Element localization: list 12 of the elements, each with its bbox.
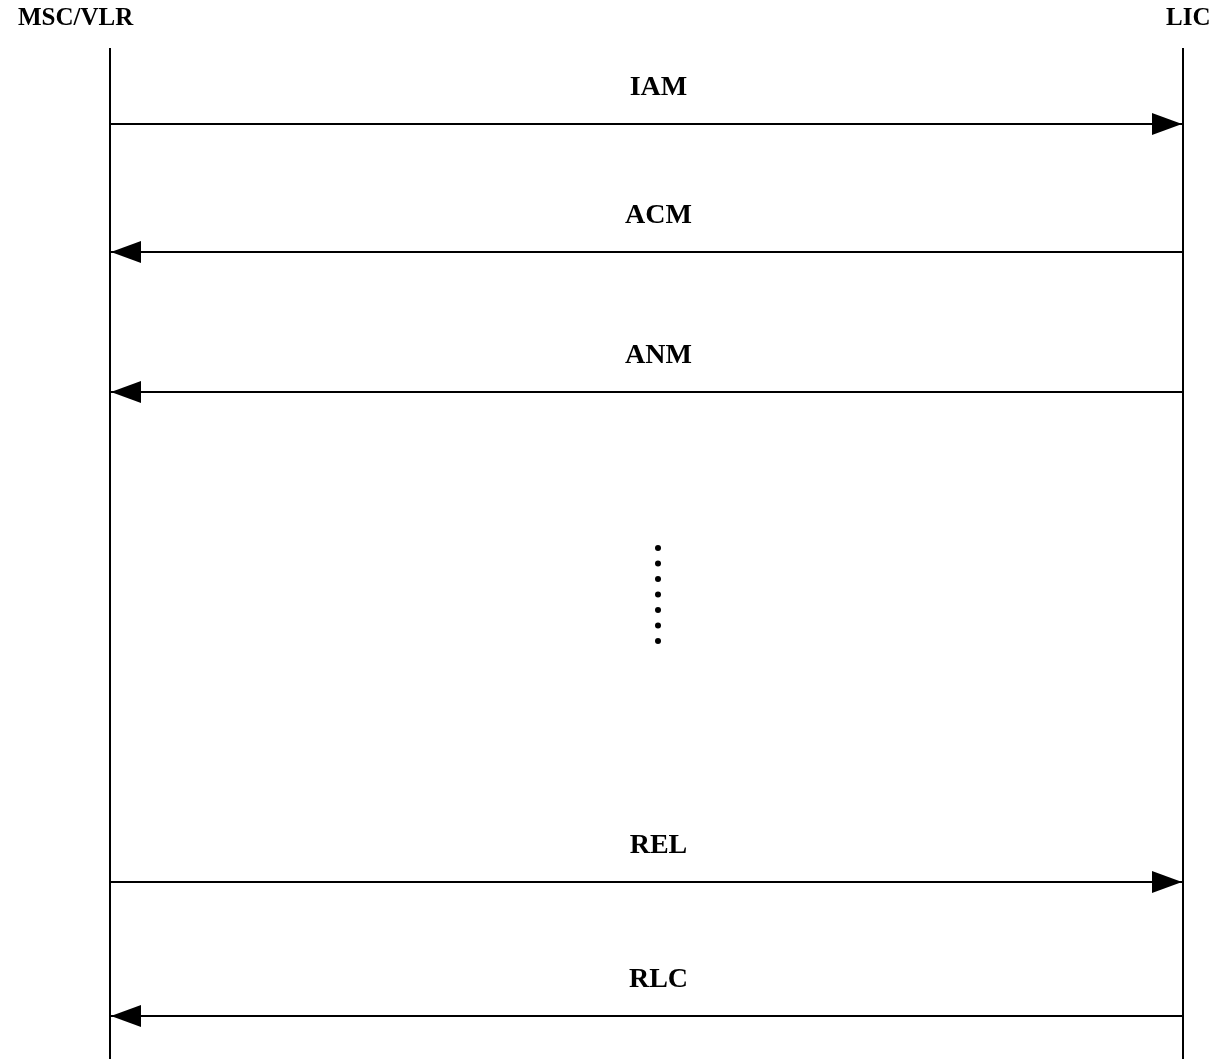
participant-label: MSC/VLR	[18, 4, 134, 29]
edge-label: REL	[629, 830, 688, 858]
arrow	[110, 1005, 1183, 1027]
edge-label: RLC	[628, 964, 689, 992]
arrow	[110, 113, 1183, 135]
arrow	[110, 871, 1183, 893]
arrow	[110, 241, 1183, 263]
arrow	[110, 381, 1183, 403]
edge-label: IAM	[629, 72, 688, 100]
edge-label: ACM	[625, 200, 692, 228]
edge-label: ANM	[625, 340, 692, 368]
participant-label: LIC	[1166, 4, 1211, 29]
